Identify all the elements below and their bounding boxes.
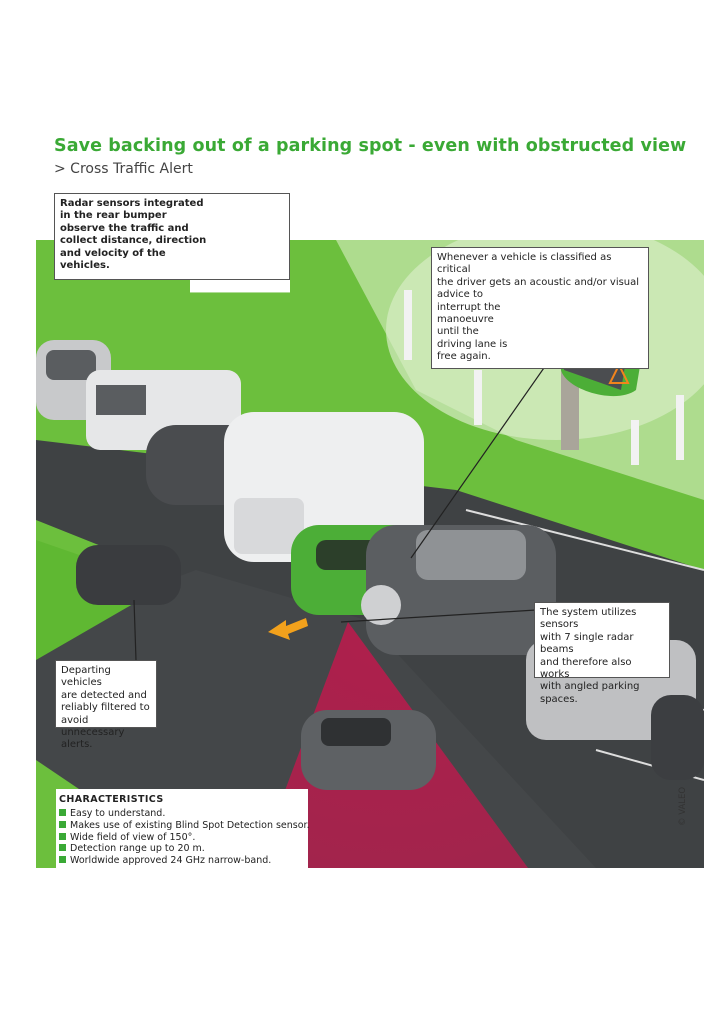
list-item: Easy to understand.	[59, 808, 308, 820]
characteristics-heading: CHARACTERISTICS	[59, 794, 164, 805]
departing-car	[76, 545, 181, 605]
approaching-car	[301, 710, 436, 790]
bullet-square-icon	[59, 832, 66, 840]
page-subtitle: > Cross Traffic Alert	[54, 161, 193, 177]
white-van	[224, 412, 424, 562]
list-item: Detection range up to 20 m.	[59, 843, 308, 855]
page-title: Save backing out of a parking spot - eve…	[54, 136, 687, 156]
bullet-square-icon	[59, 820, 66, 828]
parked-car-right	[651, 695, 704, 780]
list-item: Wide field of view of 150°.	[59, 832, 308, 844]
tree-trunk	[561, 370, 579, 450]
bullet-square-icon	[59, 844, 66, 852]
list-item: Worldwide approved 24 GHz narrow-band.	[59, 855, 308, 867]
list-item: Makes use of existing Blind Spot Detecti…	[59, 820, 310, 832]
callout-critical-vehicle: Whenever a vehicle is classified as crit…	[431, 247, 649, 369]
bullet-square-icon	[59, 809, 66, 816]
copyright-notice: © VALEO	[678, 786, 688, 826]
gray-suv	[361, 525, 556, 655]
pedestrians	[404, 290, 684, 465]
characteristics-panel: CHARACTERISTICS Easy to understand. Make…	[56, 789, 310, 869]
bullet-square-icon	[59, 856, 66, 864]
direction-arrow	[268, 618, 308, 640]
warning-triangle-icon	[608, 362, 630, 384]
